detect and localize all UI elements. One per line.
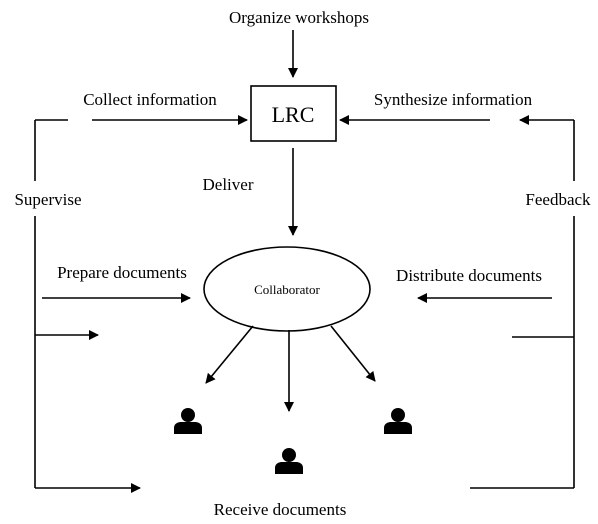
collaborator-ellipse	[203, 246, 371, 332]
to-right-recipient-arrow	[330, 325, 376, 382]
lrc-box	[250, 85, 337, 142]
prepare-documents-label: Prepare documents	[57, 263, 187, 282]
to-left-recipient-arrow	[205, 325, 254, 384]
supervise-label: Supervise	[14, 190, 81, 209]
collect-information-label: Collect information	[83, 90, 217, 109]
deliver-label: Deliver	[203, 175, 254, 194]
person-icon	[174, 408, 202, 434]
collaborator-label: Collaborator	[254, 282, 320, 297]
feedback-label: Feedback	[525, 190, 591, 209]
organize-workshops-label: Organize workshops	[229, 8, 369, 27]
person-icon	[384, 408, 412, 434]
receive-documents-label: Receive documents	[214, 500, 347, 519]
person-icon	[275, 448, 303, 474]
synthesize-information-label: Synthesize information	[374, 90, 533, 109]
lrc-label: LRC	[272, 102, 315, 127]
distribute-documents-label: Distribute documents	[396, 266, 542, 285]
